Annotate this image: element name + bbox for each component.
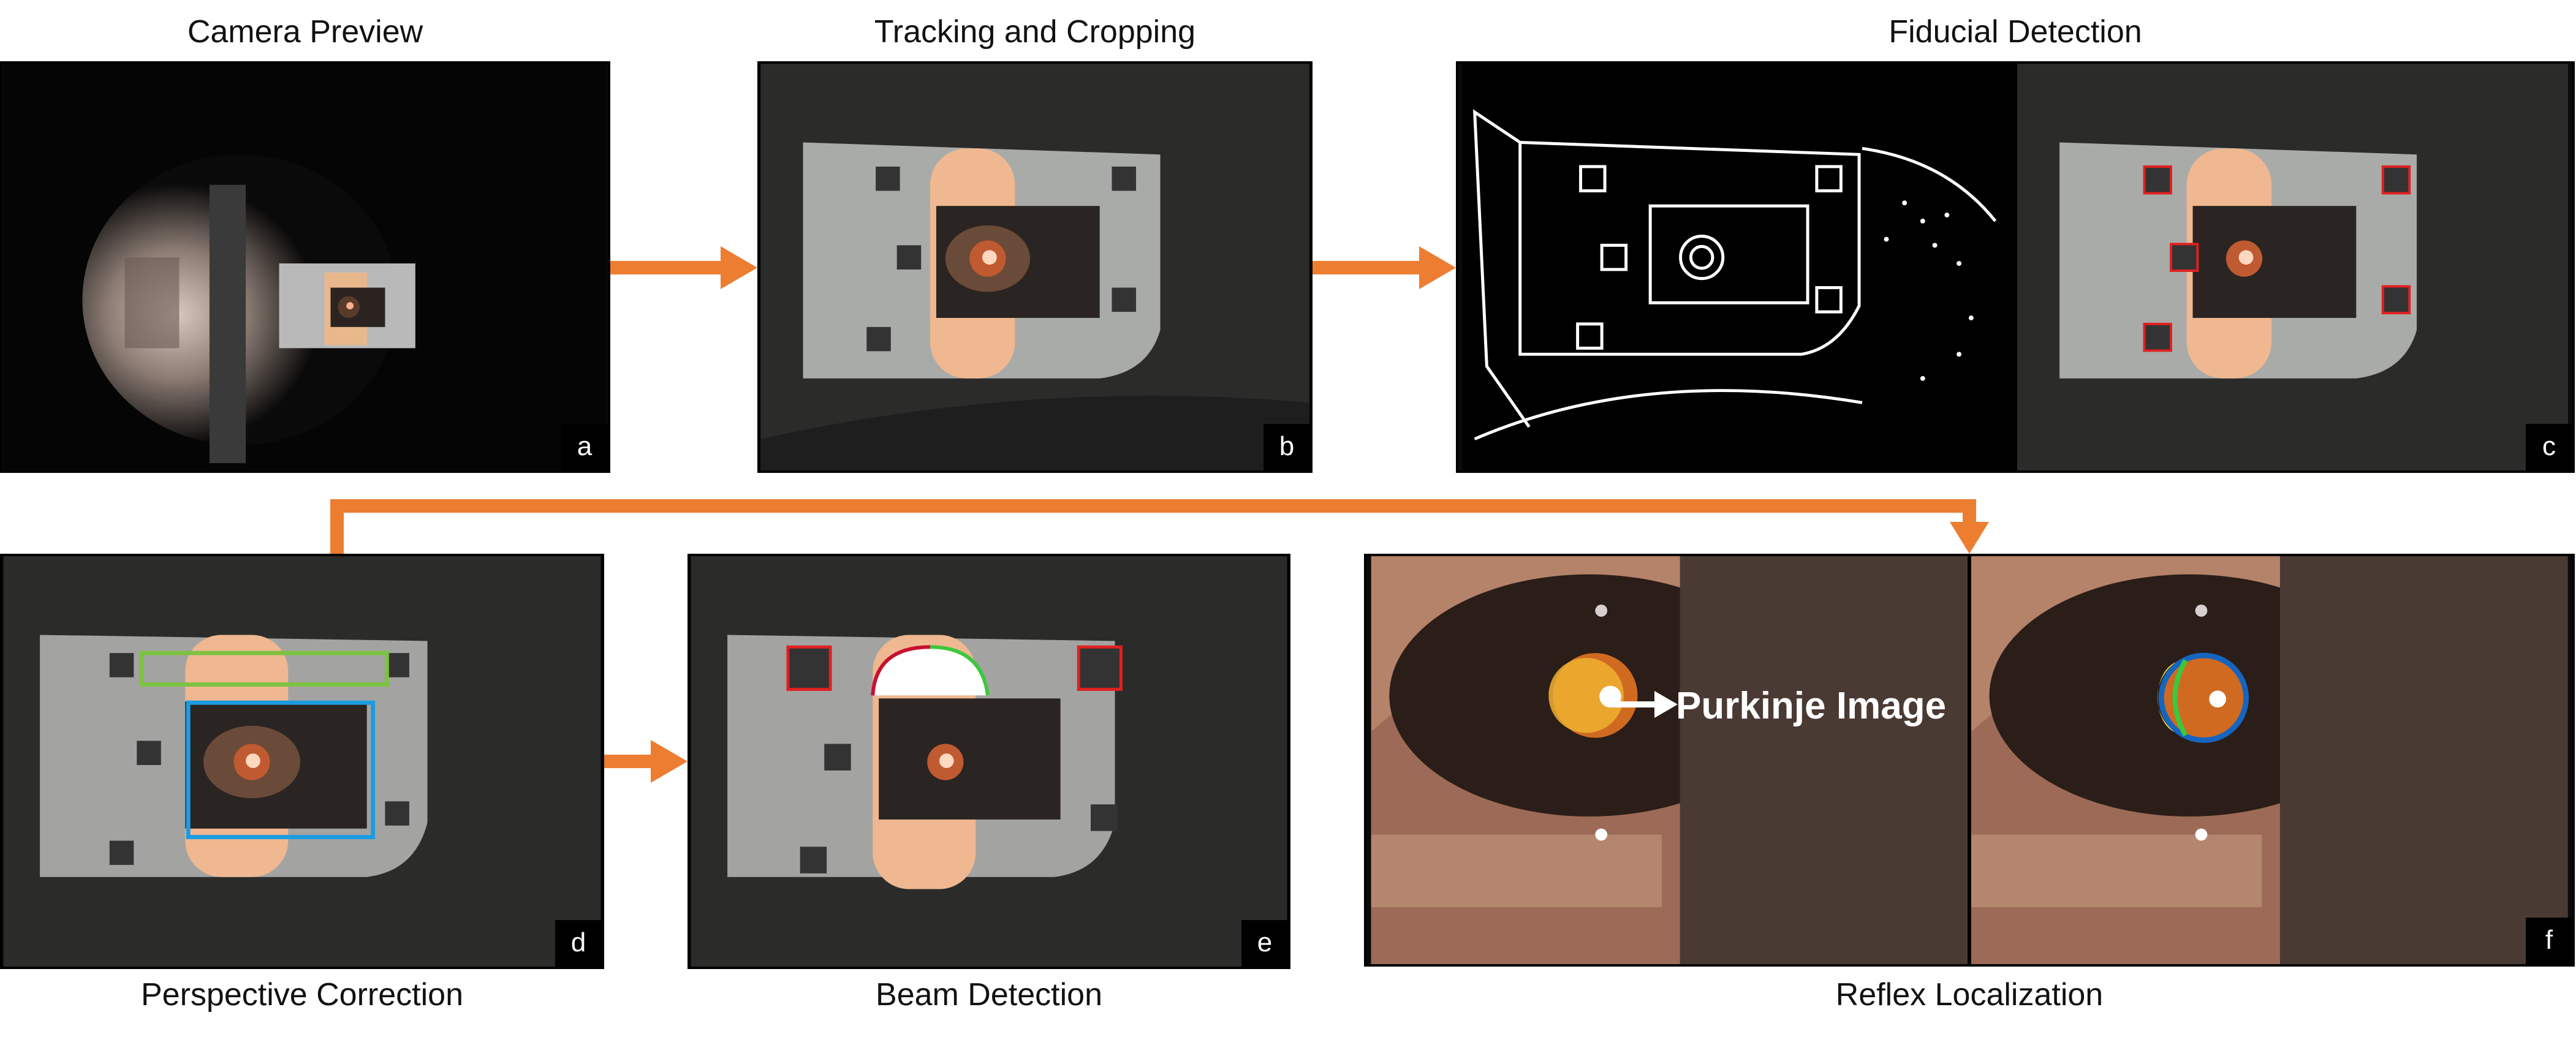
caption-beam-detection: Beam Detection bbox=[876, 977, 1102, 1013]
perspective-correction-image bbox=[3, 556, 601, 967]
panel-label-a: a bbox=[561, 424, 608, 470]
caption-reflex-localization: Reflex Localization bbox=[1835, 977, 2104, 1013]
fiducial-detection-image bbox=[1462, 64, 2569, 470]
panel-camera-preview: a bbox=[0, 61, 610, 473]
caption-tracking-cropping: Tracking and Cropping bbox=[874, 14, 1196, 50]
beam-detection-image bbox=[691, 556, 1287, 967]
panel-perspective-correction: d bbox=[0, 554, 604, 969]
caption-camera-preview: Camera Preview bbox=[187, 14, 423, 50]
arrow-c-to-f bbox=[330, 499, 1989, 554]
panel-label-b: b bbox=[1263, 424, 1310, 470]
panel-label-c: c bbox=[2526, 424, 2572, 470]
arrow-b-to-c bbox=[1313, 246, 1456, 289]
reflex-localization-image bbox=[1371, 556, 2568, 964]
purkinje-image-label: Purkinje Image bbox=[1676, 685, 1947, 727]
tracking-cropping-image bbox=[760, 64, 1309, 470]
arrow-a-to-b bbox=[610, 246, 757, 289]
panel-label-f: f bbox=[2526, 918, 2572, 964]
caption-fiducial-detection: Fiducial Detection bbox=[1888, 14, 2142, 50]
panel-label-d: d bbox=[555, 920, 602, 967]
panel-beam-detection: e bbox=[688, 554, 1290, 969]
caption-perspective-correction: Perspective Correction bbox=[141, 977, 463, 1013]
panel-label-e: e bbox=[1241, 920, 1288, 967]
camera-preview-image bbox=[3, 64, 607, 470]
panel-tracking-cropping: b bbox=[757, 61, 1313, 473]
panel-fiducial-detection: c bbox=[1456, 61, 2575, 473]
arrow-d-to-e bbox=[604, 740, 688, 783]
panel-reflex-localization: f bbox=[1364, 554, 2575, 967]
